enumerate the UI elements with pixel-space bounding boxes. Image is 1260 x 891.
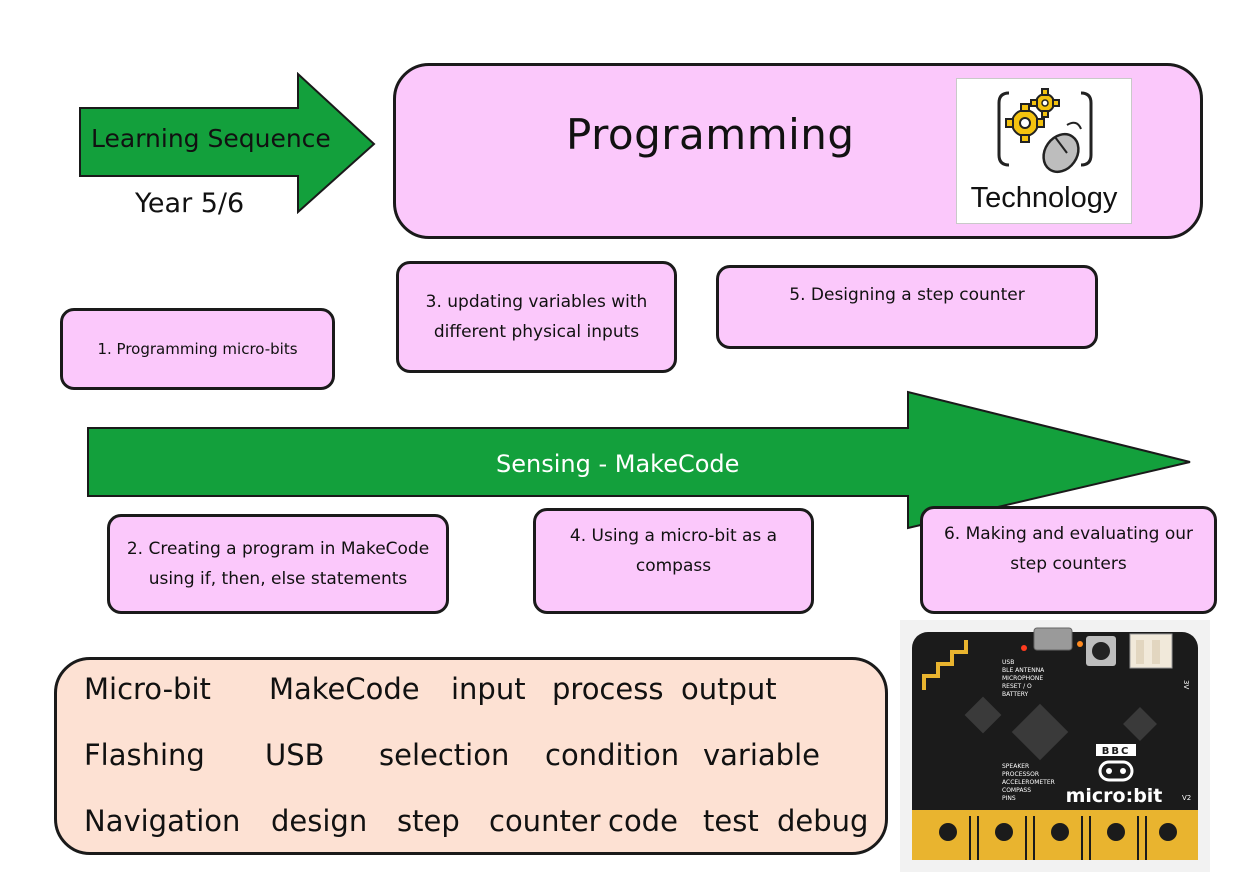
step-5-box: 5. Designing a step counter — [716, 265, 1098, 349]
vocab-word: condition — [545, 738, 680, 772]
microbit-logo-text: micro:bit — [1066, 785, 1163, 807]
microbit-label-processor: PROCESSOR — [1002, 771, 1039, 778]
gears-icon — [997, 88, 1093, 167]
microbit-label-accel: ACCELEROMETER — [1002, 779, 1055, 786]
vocab-word: Flashing — [84, 738, 205, 772]
vocab-word: process — [552, 672, 664, 706]
microbit-label-compass: COMPASS — [1002, 787, 1031, 794]
microbit-label-mic: MICROPHONE — [1002, 675, 1043, 682]
microbit-label-reset: RESET / O — [1002, 683, 1032, 690]
technology-subject-card: Technology — [956, 78, 1132, 224]
learning-sequence-label: Learning Sequence — [91, 124, 331, 153]
vocab-word: output — [681, 672, 777, 706]
microbit-label-v2: V2 — [1182, 794, 1191, 802]
vocab-word: Navigation — [84, 804, 241, 838]
vocab-word: USB — [265, 738, 325, 772]
microbit-label-ble: BLE ANTENNA — [1002, 667, 1045, 674]
step-6-box: 6. Making and evaluating our step counte… — [920, 506, 1217, 614]
vocab-word: design — [271, 804, 368, 838]
microbit-label-speaker: SPEAKER — [1002, 763, 1029, 770]
bbc-logo: BBC — [1096, 744, 1136, 757]
vocab-word: MakeCode — [269, 672, 420, 706]
step-6-label: 6. Making and evaluating our step counte… — [943, 524, 1193, 574]
computer-mouse-icon — [1042, 121, 1082, 174]
vocab-word: code — [608, 804, 678, 838]
step-3-label: 3. updating variables with different phy… — [425, 292, 648, 342]
step-1-label: 1. Programming micro-bits — [97, 340, 298, 358]
step-4-box: 4. Using a micro-bit as a compass — [533, 508, 814, 614]
learning-sequence-arrow — [79, 72, 376, 214]
vocab-word: counter — [489, 804, 601, 838]
vocab-word: step — [397, 804, 460, 838]
step-3-box: 3. updating variables with different phy… — [396, 261, 677, 373]
timeline-arrow — [87, 390, 1191, 530]
technology-label: Technology — [970, 182, 1118, 214]
vocab-word: Micro-bit — [84, 672, 211, 706]
page-title: Programming — [566, 110, 855, 159]
vocab-word: variable — [703, 738, 820, 772]
vocabulary-box: Micro-bit MakeCode input process output … — [54, 657, 888, 855]
step-4-label: 4. Using a micro-bit as a compass — [569, 526, 778, 576]
microbit-label-battery: BATTERY — [1002, 691, 1029, 698]
vocab-word: debug — [777, 804, 869, 838]
vocab-word: input — [451, 672, 526, 706]
year-label: Year 5/6 — [135, 188, 245, 219]
bbc-logo-text: BBC — [1102, 746, 1131, 757]
microbit-label-usb: USB — [1002, 659, 1014, 666]
topic-banner: Programming — [393, 63, 1203, 239]
vocab-word: test — [703, 804, 759, 838]
vocab-word: selection — [379, 738, 510, 772]
timeline-label: Sensing - MakeCode — [496, 450, 740, 478]
microbit-label-3v: 3V — [1182, 680, 1190, 689]
step-5-label: 5. Designing a step counter — [789, 285, 1025, 305]
microbit-photo: USB BLE ANTENNA MICROPHONE RESET / O BAT… — [900, 620, 1210, 872]
step-2-box: 2. Creating a program in MakeCode using … — [107, 514, 449, 614]
step-2-label: 2. Creating a program in MakeCode using … — [126, 539, 430, 589]
microbit-label-pins: PINS — [1002, 795, 1016, 802]
step-1-box: 1. Programming micro-bits — [60, 308, 335, 390]
